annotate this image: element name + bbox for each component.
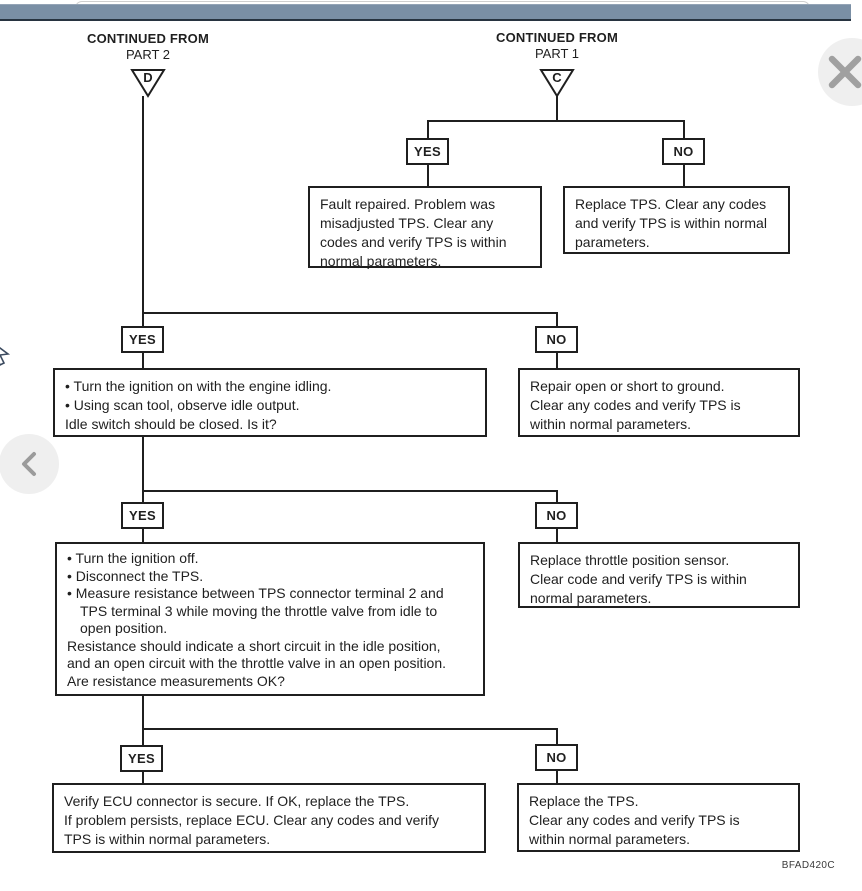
flow-line — [556, 528, 558, 542]
connector-d-letter: D — [143, 70, 152, 85]
box-line: codes and verify TPS is within — [320, 234, 507, 250]
box-line: Clear code and verify TPS is within — [530, 571, 747, 587]
box-line: • Turn the ignition on with the engine i… — [65, 378, 332, 394]
no-tag-row4: NO — [535, 744, 578, 771]
flow-line — [427, 120, 429, 139]
flow-line — [683, 120, 685, 139]
box-line: misadjusted TPS. Clear any — [320, 215, 494, 231]
flow-line — [556, 770, 558, 783]
box-line: within normal parameters. — [529, 831, 691, 847]
flow-line — [142, 353, 144, 368]
box-line: Are resistance measurements OK? — [67, 672, 285, 689]
box-line: • Measure resistance between TPS connect… — [67, 585, 444, 601]
prev-page-button[interactable] — [0, 434, 59, 494]
connector-d-triangle: D — [130, 69, 166, 98]
flow-line — [142, 696, 144, 747]
close-icon — [828, 55, 862, 89]
continued-from-part2-label: CONTINUED FROM PART 2 — [48, 31, 248, 63]
box-line: Replace TPS. Clear any codes — [575, 196, 767, 212]
replace-tps-bottom-box: Replace the TPS. Clear any codes and ver… — [517, 783, 800, 852]
box-line: TPS terminal 3 while moving the throttle… — [80, 602, 438, 619]
close-button[interactable] — [818, 38, 862, 106]
box-line: Repair open or short to ground. — [530, 378, 725, 394]
flow-line — [556, 728, 558, 745]
box-line: Clear any codes and verify TPS is — [530, 397, 741, 413]
no-tag-row1: NO — [662, 138, 705, 165]
flow-line — [142, 528, 144, 542]
box-line: and an open circuit with the throttle va… — [67, 655, 447, 671]
box-line: • Turn the ignition off. — [67, 550, 199, 566]
flow-line — [142, 437, 144, 503]
continued-from-text: CONTINUED FROM — [87, 31, 209, 46]
flow-line — [142, 96, 144, 327]
connector-c-triangle: C — [539, 69, 575, 98]
flow-line — [142, 490, 558, 492]
box-line: Fault repaired. Problem was — [320, 196, 496, 212]
box-line: and verify TPS is within normal — [575, 215, 767, 231]
part2-text: PART 2 — [125, 47, 171, 62]
continued-from-text: CONTINUED FROM — [496, 30, 618, 45]
flow-line — [556, 312, 558, 327]
replace-tps-top-box: Replace TPS. Clear any codes and verify … — [563, 186, 790, 254]
flow-line — [683, 165, 685, 187]
box-line: Replace throttle position sensor. — [530, 552, 730, 568]
box-line: TPS is within normal parameters. — [64, 831, 271, 847]
flow-line — [142, 312, 558, 314]
box-line: normal parameters. — [320, 253, 442, 269]
box-line: parameters. — [575, 234, 650, 250]
connector-c-letter: C — [552, 70, 562, 85]
mouse-cursor — [0, 347, 11, 366]
box-line: Verify ECU connector is secure. If OK, r… — [64, 793, 410, 809]
titlebar — [0, 4, 851, 21]
box-line: Replace the TPS. — [529, 793, 639, 809]
flow-line — [427, 165, 429, 187]
flow-line — [142, 728, 558, 730]
box-line: Idle switch should be closed. Is it? — [65, 416, 277, 432]
box-line: • Disconnect the TPS. — [67, 567, 204, 584]
flow-line — [427, 120, 685, 122]
flow-line — [556, 353, 558, 368]
repair-open-short-box: Repair open or short to ground. Clear an… — [518, 368, 800, 437]
no-tag-row3: NO — [535, 502, 578, 529]
yes-tag-row4: YES — [120, 745, 163, 772]
box-line: within normal parameters. — [530, 416, 692, 432]
resistance-check-box: • Turn the ignition off. • Disconnect th… — [55, 542, 485, 696]
flow-line — [556, 490, 558, 503]
yes-tag-row1: YES — [406, 138, 449, 165]
figure-code-caption: BFAD420C — [781, 860, 835, 871]
box-line: normal parameters. — [530, 590, 652, 606]
flow-line — [142, 771, 144, 783]
continued-from-part1-label: CONTINUED FROM PART 1 — [457, 30, 657, 62]
idle-check-box: • Turn the ignition on with the engine i… — [53, 368, 487, 437]
yes-tag-row3: YES — [121, 502, 164, 529]
flow-line — [556, 96, 558, 122]
fault-repaired-box: Fault repaired. Problem was misadjusted … — [308, 186, 542, 269]
box-line: • Using scan tool, observe idle output. — [65, 397, 300, 413]
box-line: Resistance should indicate a short circu… — [67, 637, 441, 654]
yes-tag-row2: YES — [121, 326, 164, 353]
box-line: open position. — [80, 620, 168, 636]
box-line: If problem persists, replace ECU. Clear … — [64, 812, 440, 828]
no-tag-row2: NO — [535, 326, 578, 353]
replace-sensor-box: Replace throttle position sensor. Clear … — [518, 542, 800, 608]
chevron-left-icon — [22, 452, 36, 476]
box-line: Clear any codes and verify TPS is — [529, 812, 740, 828]
verify-ecu-box: Verify ECU connector is secure. If OK, r… — [52, 783, 486, 853]
part1-text: PART 1 — [534, 46, 580, 61]
